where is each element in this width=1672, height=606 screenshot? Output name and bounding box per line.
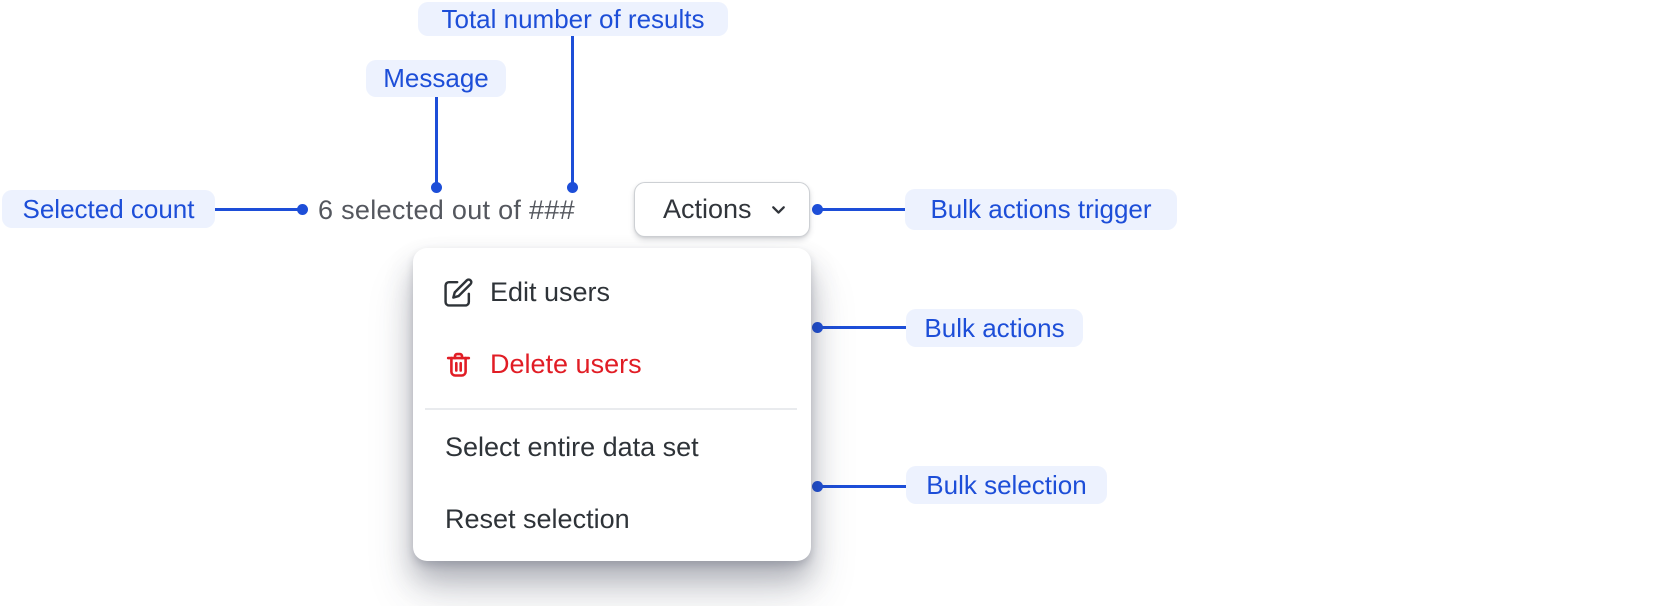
connector-dot-bulk-actions-trigger (812, 204, 823, 215)
menu-item-delete-users[interactable]: Delete users (413, 336, 811, 392)
edit-icon (443, 277, 474, 308)
connector-dot-selected-count (297, 204, 308, 215)
connector-line-total-results (571, 36, 574, 185)
callout-bulk-actions: Bulk actions (906, 309, 1083, 347)
callout-message: Message (366, 60, 506, 97)
connector-dot-total-results (567, 182, 578, 193)
connector-dot-message (431, 182, 442, 193)
menu-divider (425, 408, 797, 410)
menu-item-edit-users[interactable]: Edit users (413, 264, 811, 320)
menu-item-label: Reset selection (445, 503, 630, 534)
connector-line-bulk-actions-trigger (822, 208, 905, 211)
menu-item-select-entire-data-set[interactable]: Select entire data set (413, 419, 811, 475)
connector-dot-bulk-selection (812, 481, 823, 492)
bulk-actions-trigger-button[interactable]: Actions (634, 182, 810, 237)
trash-icon (443, 349, 474, 380)
callout-selected-count: Selected count (2, 190, 215, 228)
chevron-down-icon (768, 199, 789, 220)
connector-line-bulk-selection (822, 485, 906, 488)
callout-bulk-actions-trigger: Bulk actions trigger (905, 189, 1177, 230)
menu-item-label: Select entire data set (445, 431, 699, 462)
connector-line-selected-count (215, 208, 299, 211)
bulk-actions-trigger-label: Actions (663, 194, 752, 224)
connector-line-message (435, 97, 438, 185)
callout-total-results: Total number of results (418, 2, 728, 36)
bulk-actions-menu: Edit users Delete users Select entire da… (413, 248, 811, 561)
connector-line-bulk-actions (822, 326, 906, 329)
selected-count-message: 6 selected out of ### (318, 195, 575, 225)
menu-item-label: Delete users (490, 348, 642, 379)
menu-item-label: Edit users (490, 276, 611, 307)
connector-dot-bulk-actions (812, 322, 823, 333)
callout-bulk-selection: Bulk selection (906, 466, 1107, 504)
menu-item-reset-selection[interactable]: Reset selection (413, 491, 811, 547)
